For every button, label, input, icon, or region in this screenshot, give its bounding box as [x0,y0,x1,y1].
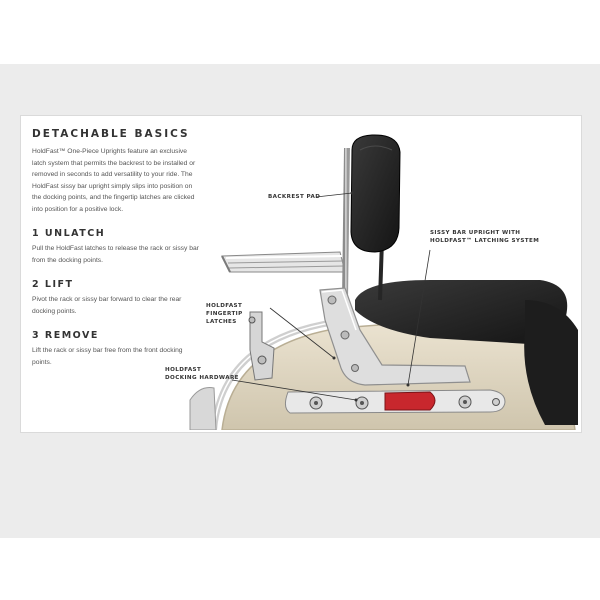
callout-docking-hardware: HOLDFAST DOCKING HARDWARE [165,366,239,382]
callout-backrest-pad-label: BACKREST PAD [268,194,321,200]
step-text-unlatch: Pull the HoldFast latches to release the… [32,245,199,264]
docking-hardware-shape [248,311,275,381]
callout-sissy-bar-line-2: HOLDFAST™ LATCHING SYSTEM [430,238,540,244]
step-text-remove: Lift the rack or sissy bar free from the… [32,347,183,366]
step-title-unlatch: 1 UNLATCH [32,228,106,239]
callout-docking-line-1: HOLDFAST [165,367,202,373]
luggage-rack-shape [221,251,346,273]
callout-latches-line-1: HOLDFAST [206,303,243,309]
side-plate-shape [319,287,471,386]
rear-seat-shape [524,300,578,425]
step-text-lift: Pivot the rack or sissy bar forward to c… [32,296,182,315]
intro-paragraph: HoldFast™ One-Piece Uprights feature an … [32,148,196,213]
text-column: DETACHABLE BASICS HoldFast™ One-Piece Up… [32,128,202,368]
backrest-pad-shape [350,134,401,253]
callout-sissy-bar: SISSY BAR UPRIGHT WITH HOLDFAST™ LATCHIN… [430,229,539,245]
callout-latches-line-3: LATCHES [206,319,237,325]
seat-shape [355,280,568,345]
callout-backrest-pad: BACKREST PAD [268,193,320,201]
step-title-remove: 3 REMOVE [32,330,99,341]
callout-latches-line-2: FINGERTIP [206,311,243,317]
step-title-lift: 2 LIFT [32,279,74,290]
callout-fingertip-latches: HOLDFAST FINGERTIP LATCHES [206,302,243,326]
section-heading: DETACHABLE BASICS [32,128,190,140]
callout-sissy-bar-line-1: SISSY BAR UPRIGHT WITH [430,230,521,236]
callout-leader-lines [231,192,431,401]
reflector-shape [384,391,436,411]
callout-docking-line-2: DOCKING HARDWARE [165,375,239,381]
